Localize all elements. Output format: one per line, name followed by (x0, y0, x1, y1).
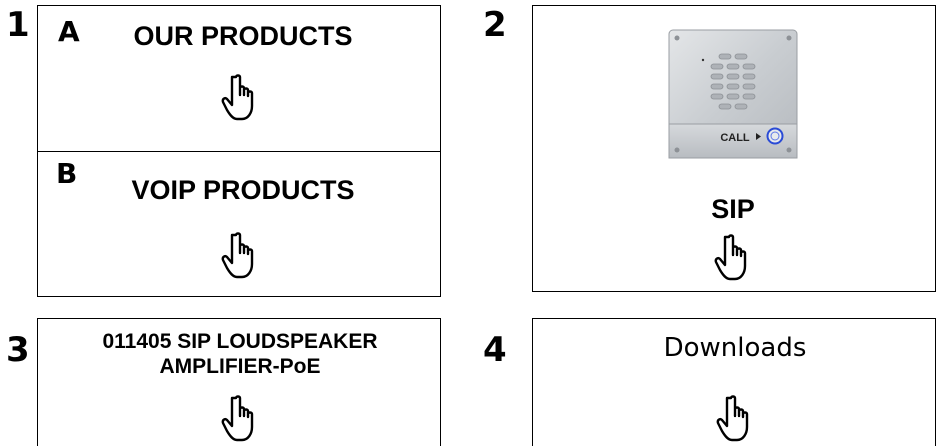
step-number-1: 1 (6, 8, 30, 42)
step-number-2: 2 (483, 8, 507, 42)
hand-pointer-icon (709, 232, 753, 282)
step-number-3: 3 (6, 333, 30, 367)
step-3-label-line2: AMPLIFIER-PoE (38, 355, 442, 378)
step-1b-box[interactable]: B VOIP PRODUCTS (37, 151, 441, 297)
step-1a-label: OUR PRODUCTS (98, 22, 388, 52)
step-2-label: SIP (683, 195, 783, 225)
hand-pointer-icon (216, 72, 260, 122)
sip-intercom-icon: CALL (667, 28, 799, 160)
step-4-label: Downloads (533, 333, 937, 363)
step-1b-letter: B (56, 160, 77, 188)
step-number-4: 4 (483, 333, 507, 367)
step-4-box[interactable]: Downloads (532, 318, 936, 446)
step-2-box[interactable]: CALL SIP (532, 5, 936, 292)
hand-pointer-icon (711, 393, 755, 443)
step-3-label-line1: 011405 SIP LOUDSPEAKER (38, 330, 442, 353)
hand-pointer-icon (216, 230, 260, 280)
step-3-box[interactable]: 011405 SIP LOUDSPEAKER AMPLIFIER-PoE (37, 318, 441, 446)
step-1b-label: VOIP PRODUCTS (98, 176, 388, 206)
hand-pointer-icon (216, 393, 260, 443)
step-1a-box[interactable]: A OUR PRODUCTS (37, 5, 441, 152)
step-1a-letter: A (58, 18, 80, 46)
device-call-text: CALL (720, 132, 750, 144)
